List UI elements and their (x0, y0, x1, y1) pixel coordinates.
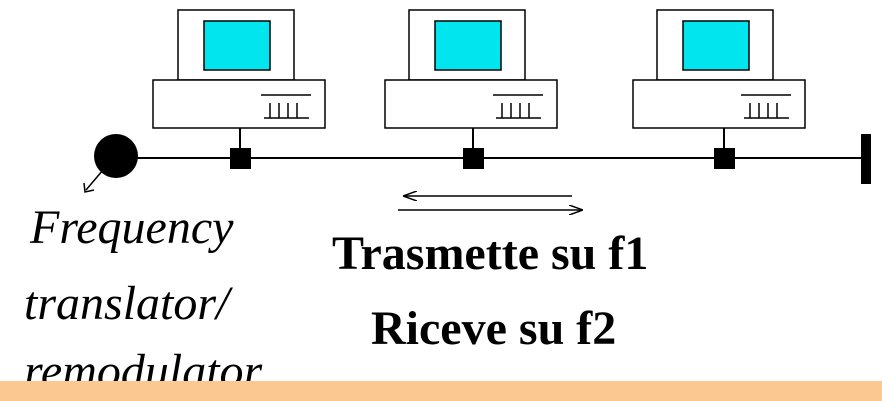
headend-pointer-arrow (85, 169, 104, 191)
screen (682, 20, 750, 71)
computer-3 (632, 9, 806, 169)
computer-1 (152, 9, 326, 169)
frequency-translator-icon (94, 134, 138, 178)
bus-tap-icon (230, 148, 251, 169)
transmit-label: Trasmette su f1 (332, 227, 649, 280)
bus-tap-icon (463, 148, 484, 169)
screen (203, 20, 271, 71)
receive-label: Riceve su f2 (371, 302, 617, 355)
frequency-translator-label-line2: translator/ (24, 277, 230, 330)
headend-pointer-arrowhead (83, 182, 95, 193)
vent-lines (496, 103, 541, 119)
bus-terminator-icon (861, 134, 871, 184)
frequency-translator-label-line1: Frequency (30, 201, 234, 254)
vent-lines (744, 103, 789, 119)
screen (434, 20, 502, 71)
footer-band (0, 381, 882, 401)
computer-2 (384, 9, 558, 169)
system-unit (152, 79, 326, 129)
vent-lines (264, 103, 309, 119)
system-unit (632, 79, 806, 129)
system-unit (384, 79, 558, 129)
bus-tap-icon (714, 148, 735, 169)
